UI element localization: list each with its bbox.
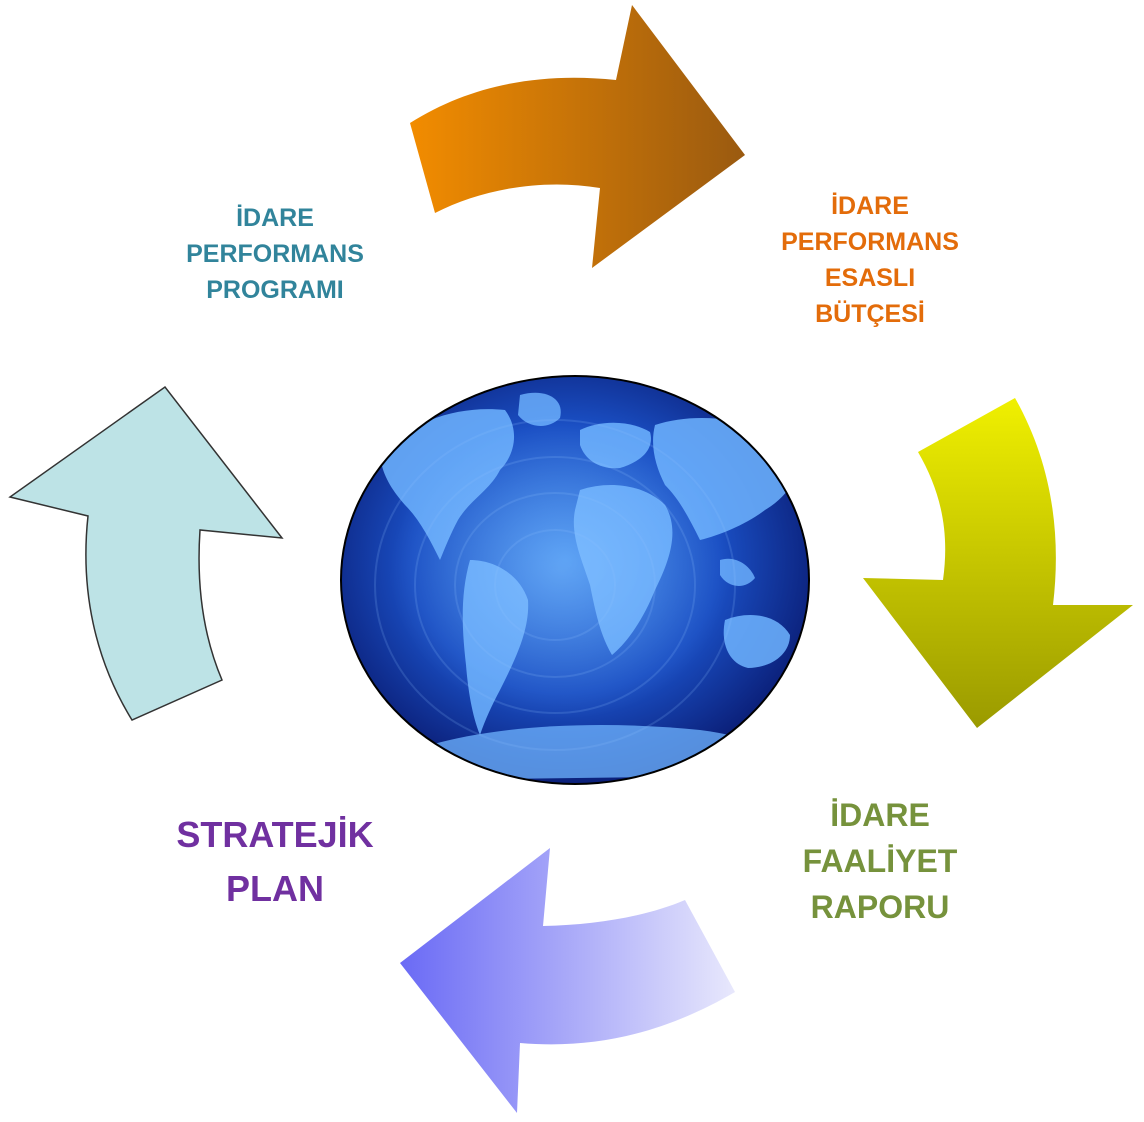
step-stratejik-plan: STRATEJİK PLAN [130,808,420,916]
world-map-globe [340,375,810,785]
bottom-arrow [400,848,735,1113]
step-idare-performans-esasli-butcesi: İDARE PERFORMANS ESASLI BÜTÇESİ [740,188,1000,332]
step-line: İDARE [831,192,909,220]
step-line: PERFORMANS [781,228,959,256]
right-arrow [863,398,1133,728]
top-arrow [410,5,745,268]
step-line: İDARE [236,204,314,232]
step-line: ESASLI [824,264,916,292]
step-idare-performans-programi: İDARE PERFORMANS PROGRAMI [150,200,400,308]
step-line: STRATEJİK [176,814,374,855]
step-line: BÜTÇESİ [815,300,925,328]
step-line: PROGRAMI [206,276,344,304]
step-line: PERFORMANS [186,240,364,268]
step-line: RAPORU [810,889,950,925]
step-line: FAALİYET [802,843,958,879]
step-idare-faaliyet-raporu: İDARE FAALİYET RAPORU [735,792,1025,930]
left-arrow [8,385,284,721]
step-line: İDARE [830,797,930,833]
step-line: PLAN [226,868,324,909]
